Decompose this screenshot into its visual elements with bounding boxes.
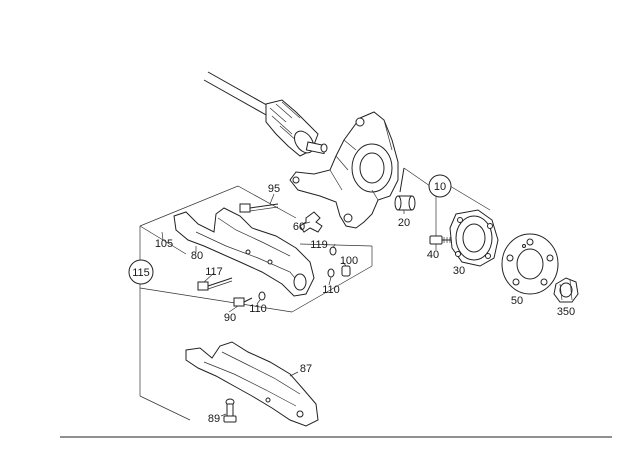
part-label-40: 40	[427, 249, 439, 261]
wheel-hub-50	[501, 233, 559, 295]
drive-shaft	[203, 71, 328, 157]
leader-lines	[161, 193, 437, 417]
bolt-95	[239, 203, 279, 213]
control-arm-87	[185, 341, 319, 427]
part-label-50: 50	[511, 295, 523, 307]
part-label-87: 87	[300, 363, 312, 375]
part-label-110-right: 110	[322, 284, 340, 296]
part-label-80: 80	[191, 250, 203, 262]
part-label-110-left: 110	[249, 303, 267, 315]
part-label-90: 90	[224, 312, 236, 324]
part-label-89: 89	[208, 413, 220, 425]
part-label-105: 105	[155, 238, 173, 250]
part-label-30: 30	[453, 265, 465, 277]
part-label-60: 60	[293, 221, 305, 233]
washers	[327, 246, 351, 278]
part-label-20: 20	[398, 217, 410, 229]
part-label-350: 350	[557, 306, 575, 318]
stud-89	[223, 398, 237, 423]
part-label-119: 119	[310, 239, 328, 251]
wheel-bearing-30	[449, 209, 499, 267]
callout-115-label: 115	[132, 267, 150, 279]
bolt-117	[197, 277, 233, 291]
bolt-40	[429, 235, 452, 245]
steering-knuckle	[289, 111, 399, 229]
control-arm-80	[173, 207, 315, 297]
bolt-90	[233, 291, 266, 307]
clip-60	[299, 211, 323, 233]
part-label-100: 100	[340, 255, 358, 267]
part-label-117: 117	[205, 266, 223, 278]
part-label-95: 95	[268, 183, 280, 195]
callout-115: 115	[128, 259, 154, 285]
group-10-frame	[403, 167, 491, 240]
callout-10-label: 10	[434, 181, 446, 193]
callout-10: 10	[428, 174, 452, 198]
axle-nut-350	[553, 277, 579, 303]
bushing-20	[394, 167, 416, 211]
